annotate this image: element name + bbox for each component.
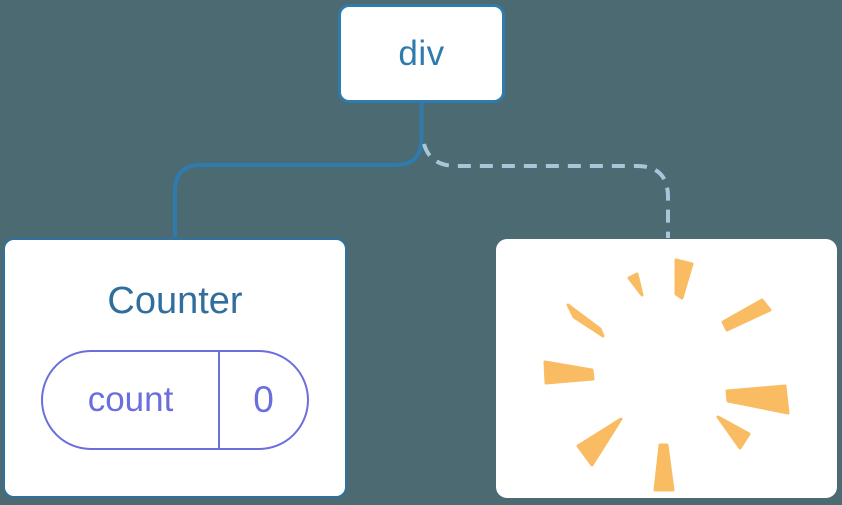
counter-title: Counter <box>107 280 243 322</box>
node-removed <box>496 239 837 498</box>
poof-icon <box>543 258 790 492</box>
node-div-label: div <box>398 33 445 73</box>
state-pill-key: count <box>43 352 220 448</box>
edge-dashed-parent-to-removed <box>422 143 670 238</box>
node-div: div <box>338 4 505 103</box>
edge-solid-parent-to-counter <box>173 103 424 237</box>
state-pill-value: 0 <box>253 379 274 420</box>
node-counter: Counter count 0 <box>3 238 347 498</box>
state-pill: count 0 <box>41 350 309 450</box>
